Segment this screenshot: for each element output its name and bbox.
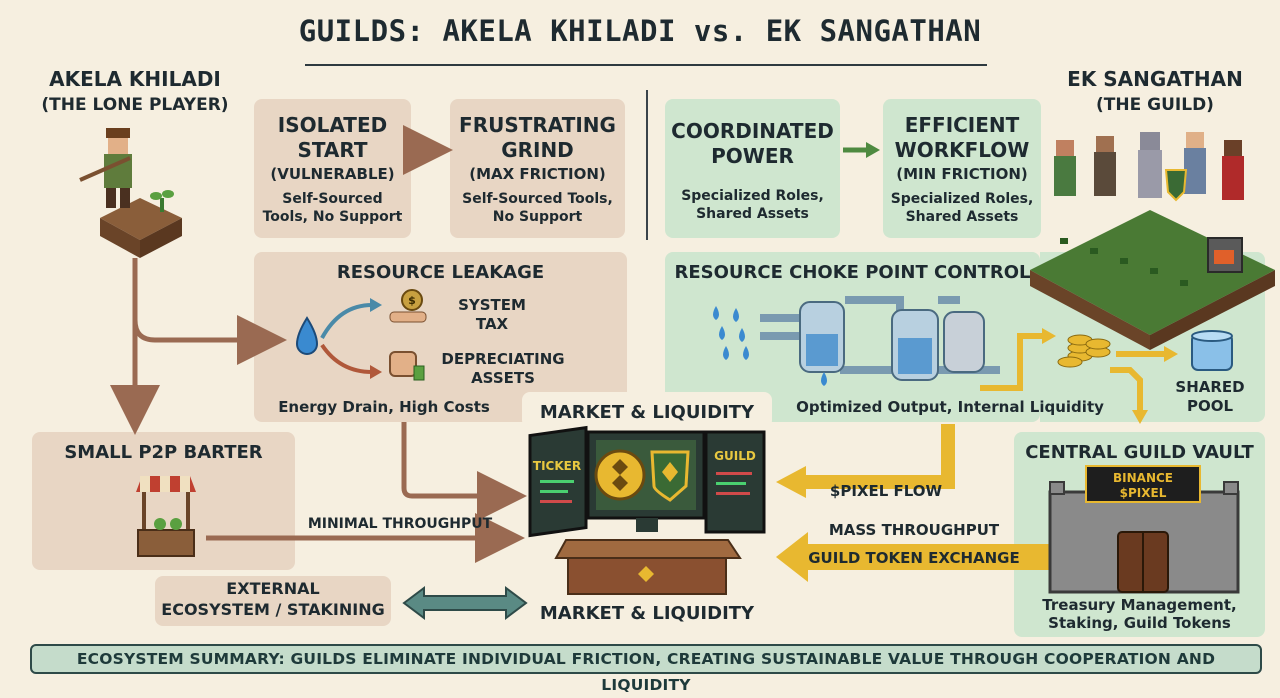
external-double-arrow (404, 588, 526, 618)
shared-pool-icon (1192, 331, 1232, 370)
arrow-leakage-to-market (404, 422, 512, 496)
ticker-label: TICKER (533, 459, 581, 473)
coin-stack-icon (1058, 335, 1110, 367)
minimal-throughput-label: MINIMAL THROUGHPUT (308, 516, 493, 532)
svg-text:$: $ (408, 294, 416, 307)
lone-player-character (80, 128, 182, 258)
guild-vault-building: BINANCE $PIXEL (1050, 466, 1238, 592)
water-drop-icon (297, 318, 317, 354)
leak-arrow-down (322, 345, 372, 372)
vault-sign-line2: $PIXEL (1120, 486, 1167, 500)
pixel-flow-arrow (800, 424, 948, 482)
guild-screen-label: GUILD (714, 449, 756, 463)
pixel-flow-label: $PIXEL FLOW (830, 482, 943, 500)
guild-characters (1030, 132, 1275, 350)
leak-arrow-up (322, 305, 372, 338)
vault-sign-line1: BINANCE (1113, 471, 1173, 485)
filtration-tanks (760, 300, 1000, 386)
mass-throughput-label: MASS THROUGHPUT (829, 521, 1000, 539)
market-stall-icon (136, 476, 196, 556)
guild-token-exchange-label: GUILD TOKEN EXCHANGE (808, 549, 1020, 567)
arrow-to-leakage (135, 320, 272, 340)
infographic: GUILDS: AKELA KHILADI vs. EK SANGATHAN A… (0, 0, 1280, 680)
ecosystem-summary: ECOSYSTEM SUMMARY: GUILDS ELIMINATE INDI… (30, 644, 1262, 674)
money-bag-hand-icon: $ (390, 290, 426, 322)
gold-pipe (980, 336, 1045, 388)
coins-to-vault-arrow (1110, 370, 1140, 412)
market-terminal: TICKER GUILD (530, 428, 764, 594)
water-droplets-icon (713, 306, 749, 360)
depreciating-hand-icon (390, 352, 424, 380)
diagram-graphics: $ MINIMAL THROUGHPUT (0, 0, 1280, 680)
